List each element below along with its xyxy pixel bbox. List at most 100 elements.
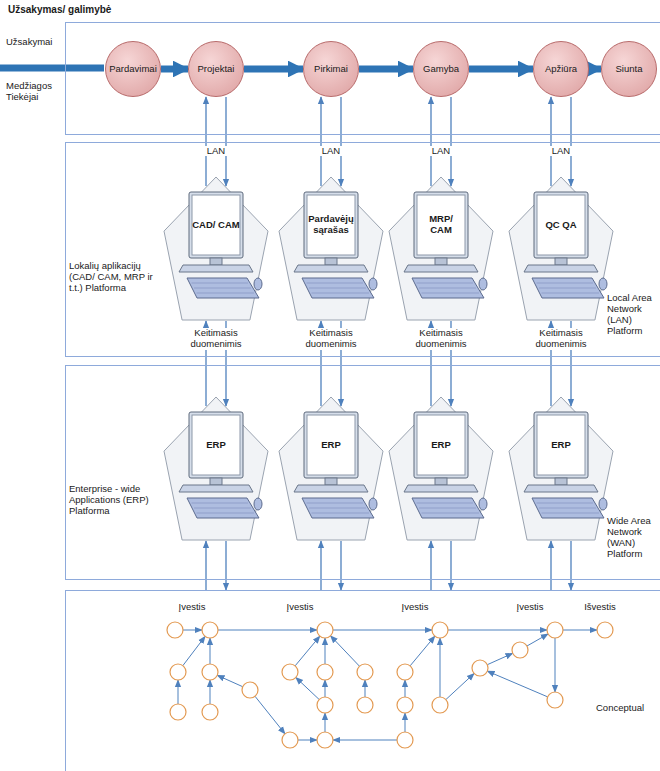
process-circle: Pardavimai	[105, 41, 161, 97]
data-link	[225, 541, 226, 590]
platform-band: Conceptual	[65, 590, 660, 771]
monitor-frame	[414, 192, 468, 258]
keyboard-keys	[419, 288, 476, 289]
connector	[244, 69, 303, 70]
keyboard-keys	[194, 288, 251, 289]
keyboard-keys	[192, 503, 249, 504]
network-circle	[282, 664, 298, 680]
keyboard	[187, 278, 259, 298]
screen-label: MRP/ CAM	[417, 195, 465, 255]
keyboard-keys	[539, 508, 596, 509]
monitor-frame	[304, 192, 358, 258]
keyboard	[532, 278, 604, 298]
monitor-stand	[555, 478, 567, 485]
network-link	[365, 680, 366, 697]
data-link	[570, 541, 571, 590]
monitor-screen	[417, 415, 465, 475]
network-circle	[317, 697, 333, 713]
platform-band: Enterprise - wide Applications (ERP) Pla…	[65, 365, 660, 580]
data-link	[450, 541, 451, 590]
mouse	[599, 278, 607, 290]
workstation-pentagon: CAD/ CAM	[163, 176, 269, 321]
process-label: Gamyba	[423, 64, 459, 75]
pentagon-outline	[163, 396, 269, 541]
flow-label: Įvestis	[516, 601, 545, 612]
keyboard-keys	[542, 513, 600, 514]
connector	[359, 69, 413, 70]
screen-label: ERP	[537, 415, 585, 475]
keyboard-keys	[422, 513, 480, 514]
data-link	[430, 541, 431, 590]
keyboard	[302, 278, 374, 298]
network-link	[255, 696, 285, 734]
process-label: Siunta	[616, 64, 643, 75]
flow-arrow	[469, 66, 533, 73]
keyboard	[412, 498, 484, 518]
workstation-pentagon: ERP	[163, 396, 269, 541]
keyboard-keys	[312, 513, 370, 514]
keyboard-keys	[422, 293, 480, 294]
flow-arrow	[0, 65, 104, 72]
keyboard-keys	[197, 513, 255, 514]
network-circle	[170, 664, 186, 680]
network-link	[210, 638, 211, 664]
network-circle	[357, 697, 373, 713]
pentagon-outline	[163, 176, 269, 321]
keyboard-keys	[307, 283, 364, 284]
monitor-screen	[192, 195, 240, 255]
process-label: Pirkimai	[314, 64, 348, 75]
network-link	[325, 680, 326, 697]
pentagon-shape	[509, 177, 613, 320]
link-label: LAN	[320, 146, 342, 157]
network-circle	[317, 664, 333, 680]
network-link	[527, 634, 548, 646]
network-circle	[397, 732, 413, 748]
monitor-base	[524, 485, 598, 492]
data-link	[205, 541, 206, 590]
pentagon-outline	[278, 176, 384, 321]
monitor-stand	[325, 258, 337, 265]
band-label: Local Area Network (LAN) Platform	[607, 293, 659, 337]
network-link	[487, 653, 512, 664]
keyboard	[187, 498, 259, 518]
monitor-stand	[435, 478, 447, 485]
monitor-screen	[307, 195, 355, 255]
mouse	[479, 278, 487, 290]
network-circle	[512, 642, 528, 658]
pentagon-shape	[164, 397, 268, 540]
pentagon-outline	[278, 396, 384, 541]
monitor-screen	[417, 195, 465, 255]
flow-label: Įvestis	[178, 601, 207, 612]
network-circle	[317, 732, 333, 748]
connector	[161, 69, 188, 70]
keyboard-keys	[417, 283, 474, 284]
network-link	[448, 630, 547, 631]
network-link	[487, 671, 547, 697]
monitor-screen	[192, 415, 240, 475]
keyboard-keys	[542, 293, 600, 294]
network-circle	[597, 622, 613, 638]
mouse	[599, 498, 607, 510]
network-circle	[547, 622, 563, 638]
network-circle	[547, 692, 563, 708]
process-circle: Siunta	[601, 41, 657, 97]
pentagon-shape	[509, 397, 613, 540]
data-link	[320, 541, 321, 590]
network-link	[410, 636, 435, 666]
process-label: Projektai	[198, 64, 235, 75]
network-link	[440, 638, 441, 697]
monitor-stand	[555, 258, 567, 265]
network-link	[446, 673, 474, 699]
process-circle: Projektai	[188, 41, 244, 97]
monitor-frame	[189, 412, 243, 478]
mouse	[254, 278, 262, 290]
mouse	[369, 278, 377, 290]
network-circle	[202, 622, 218, 638]
monitor-base	[294, 265, 368, 272]
mouse	[369, 498, 377, 510]
connector	[431, 541, 451, 590]
keyboard	[412, 278, 484, 298]
